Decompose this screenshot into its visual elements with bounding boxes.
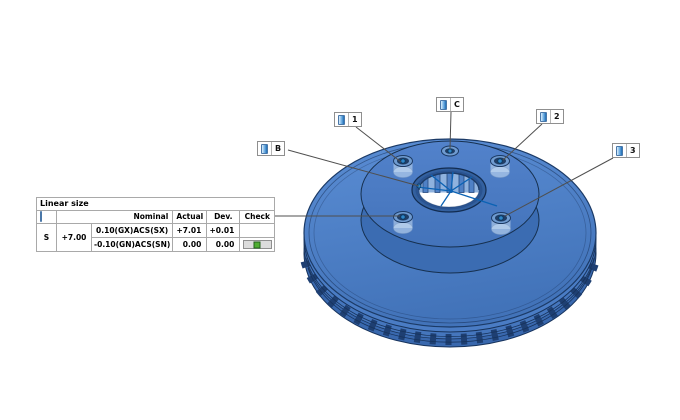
feature-icon [338,113,349,126]
check-upper [239,223,276,238]
bolt-hole-2 [490,155,510,178]
pin-hole-c [441,145,459,157]
feature-icon [36,210,57,224]
callout-label: B [275,143,282,153]
leader-line-3 [504,157,614,217]
callout-label: C [454,99,460,109]
table-header-row: Nominal Actual Dev. Check [36,210,276,224]
callout-1[interactable]: 1 [334,112,362,127]
linear-size-table: Linear size Nominal Actual Dev. Check S … [35,197,276,252]
header-actual: Actual [172,210,208,224]
actual-lower: 0.00 [172,237,208,252]
dev-lower: 0.00 [206,237,241,252]
table-title: Linear size [35,197,276,211]
measurement-row-upper[interactable]: S +7.00 0.10(GX)ACS(SX) +7.01 +0.01 [36,223,276,252]
nominal-value: +7.00 [56,223,92,252]
vent-slots [300,257,600,345]
callout-c[interactable]: C [436,97,464,112]
leader-lines [259,111,614,217]
callout-label: 3 [630,145,636,155]
leader-line-c [449,111,452,150]
brake-disc-model [300,138,600,348]
bolt-hole-3 [491,212,511,235]
measurement-row-lower[interactable]: -0.10(GN)ACS(SN) 0.00 0.00 [37,237,276,252]
tolerance-indicator [242,240,272,249]
header-check: Check [239,210,276,224]
bolt-hole-s [393,211,413,234]
callout-label: 1 [352,114,358,124]
feature-icon [540,110,551,123]
leader-line-1 [355,126,402,163]
feature-icon [616,144,627,157]
dev-upper: +0.01 [206,223,241,238]
actual-upper: +7.01 [172,223,208,238]
tolerance-upper: 0.10(GX)ACS(SX) [90,223,174,238]
callout-label: 2 [554,111,560,121]
header-nominal: Nominal [55,210,174,224]
callout-b[interactable]: B [257,141,286,156]
feature-icon [440,98,451,111]
leader-line-2 [502,123,543,161]
leader-line-b [287,149,420,187]
callout-2[interactable]: 2 [536,109,564,124]
feature-icon [261,142,272,155]
in-tolerance-marker [253,241,261,248]
tolerance-lower: -0.10(GN)ACS(SN) [90,237,174,252]
measurement-star [416,171,498,207]
header-dev: Dev. [206,210,241,224]
check-lower [239,237,276,252]
bolt-hole-1 [393,155,413,178]
feature-name: S [36,223,57,252]
callout-3[interactable]: 3 [612,143,640,158]
